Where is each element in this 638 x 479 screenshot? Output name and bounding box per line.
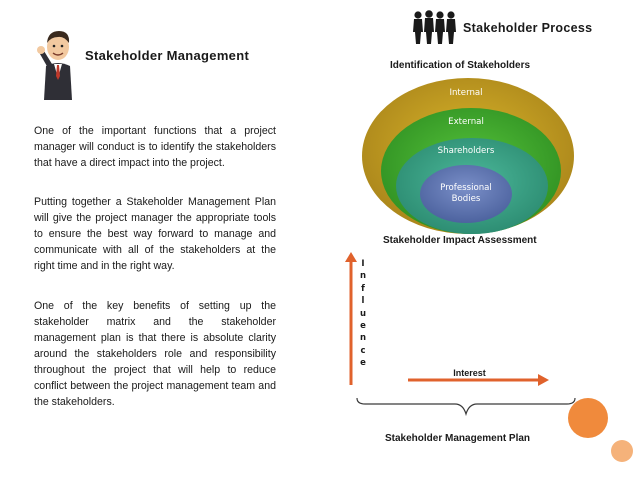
influence-letter: n	[359, 333, 367, 344]
curly-brace-icon	[356, 397, 576, 417]
influence-letter: u	[359, 308, 367, 319]
paragraph-2: Putting together a Stakeholder Managemen…	[34, 196, 276, 272]
interest-axis-label: Interest	[453, 368, 486, 378]
management-plan-heading: Stakeholder Management Plan	[385, 433, 531, 444]
people-group-icon	[413, 10, 456, 44]
impact-assessment-heading: Stakeholder Impact Assessment	[383, 235, 537, 246]
orange-circle-decoration	[568, 398, 608, 438]
stakeholder-management-title: Stakeholder Management	[85, 48, 250, 63]
y-axis-arrowhead	[345, 252, 357, 262]
ring-label-bodies: Bodies	[452, 194, 481, 204]
influence-letter: e	[360, 321, 366, 332]
paragraph-3: One of the key benefits of setting up th…	[34, 300, 276, 408]
ring-label-shareholders: Shareholders	[438, 146, 495, 156]
identification-heading: Identification of Stakeholders	[390, 60, 531, 71]
orange-circle-small-decoration	[611, 440, 633, 462]
influence-letter: I	[361, 259, 365, 269]
businessman-illustration	[37, 31, 72, 100]
influence-letter: f	[361, 283, 365, 294]
influence-letter: e	[360, 358, 366, 369]
stakeholder-process-title: Stakeholder Process	[463, 21, 593, 35]
ring-professional-bodies	[420, 165, 512, 223]
impact-axes	[345, 252, 549, 386]
ring-label-external: External	[448, 117, 484, 127]
x-axis-arrowhead	[538, 374, 549, 386]
influence-letter: c	[360, 345, 366, 356]
ring-label-professional: Professional	[440, 183, 492, 193]
paragraph-1: One of the important functions that a pr…	[34, 125, 276, 169]
influence-letter: n	[359, 271, 367, 282]
influence-letter: l	[361, 296, 365, 307]
influence-axis-label: I n f l u e n c e	[357, 258, 369, 370]
stakeholder-rings-diagram: Internal External Shareholders Professio…	[362, 78, 574, 234]
ring-label-internal: Internal	[449, 88, 482, 98]
